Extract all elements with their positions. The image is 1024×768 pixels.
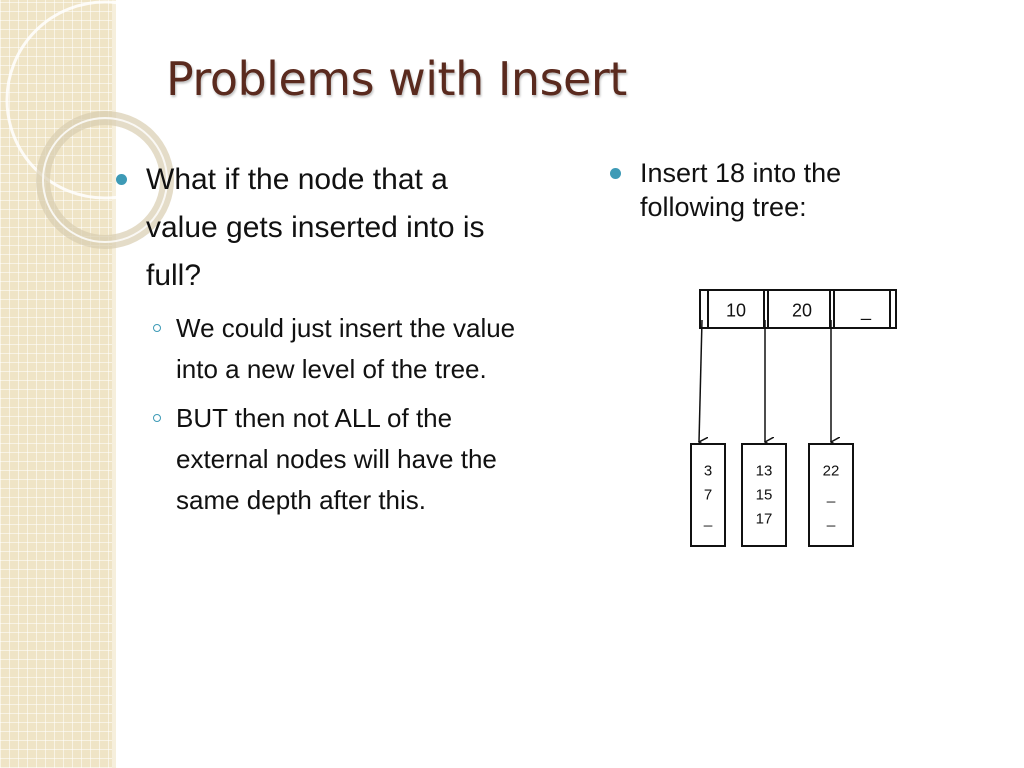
child-key: _ (826, 486, 836, 504)
child-key: _ (703, 510, 713, 528)
slide-title: Problems with Insert (166, 52, 627, 106)
child-key: 17 (755, 510, 773, 528)
child-key: _ (826, 510, 836, 528)
child-key: 7 (703, 486, 713, 504)
bullet-insert-18: Insert 18 into the following tree: (610, 156, 930, 224)
sub-bullet-new-level: We could just insert the value into a ne… (116, 308, 516, 390)
child-key: 15 (755, 486, 773, 504)
bullet-text: What if the node that a value gets inser… (146, 163, 485, 292)
root-key: _ (860, 300, 872, 321)
bullet-dot-icon (610, 168, 621, 179)
bullet-node-full: What if the node that a value gets inser… (116, 156, 516, 300)
sub-bullet-text: We could just insert the value into a ne… (176, 313, 516, 384)
root-node (699, 289, 897, 329)
bullet-dot-icon (116, 174, 127, 185)
root-key: 20 (791, 300, 813, 321)
child-key: 22 (822, 462, 840, 480)
pointer-arrow (699, 319, 702, 442)
decorative-strip (0, 0, 112, 768)
right-column: Insert 18 into the following tree: (610, 156, 930, 224)
root-key: 10 (725, 300, 747, 321)
child-key: 3 (703, 462, 713, 480)
bullet-text: Insert 18 into the following tree: (640, 158, 842, 222)
child-node (808, 443, 854, 547)
child-node (741, 443, 787, 547)
tree-lines (690, 289, 897, 547)
child-node (690, 443, 726, 547)
sub-bullet-ring-icon (153, 414, 161, 422)
sub-bullet-ring-icon (153, 324, 161, 332)
sub-bullet-depth: BUT then not ALL of the external nodes w… (116, 398, 516, 521)
left-column: What if the node that a value gets inser… (116, 156, 516, 521)
sub-bullet-text: BUT then not ALL of the external nodes w… (176, 403, 497, 515)
tree-diagram: 10 20 _ 3 7 _ 13 15 17 22 _ _ (680, 280, 920, 560)
decorative-strip-edge (112, 0, 116, 768)
child-key: 13 (755, 462, 773, 480)
